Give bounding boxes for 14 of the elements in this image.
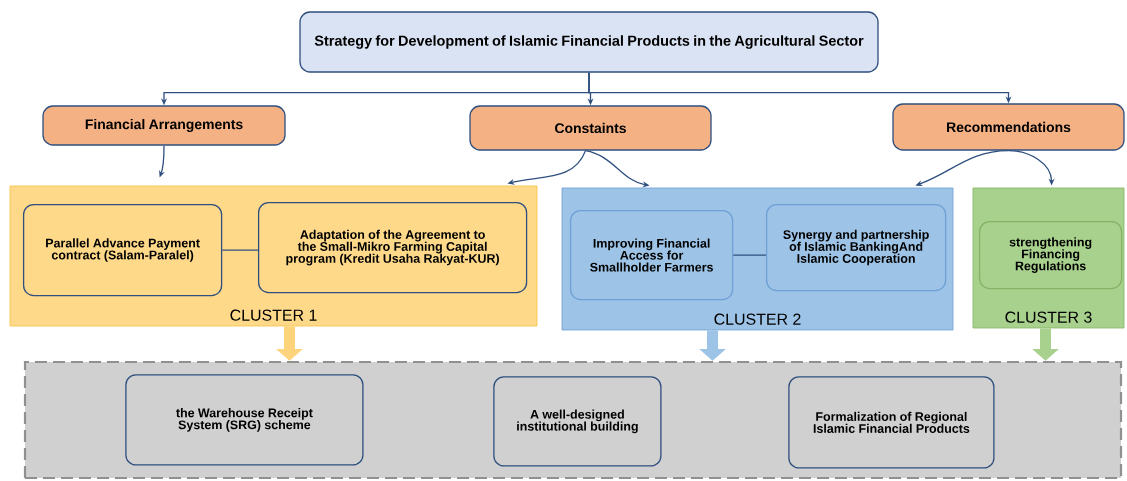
category-box: Constaints [469,105,712,151]
title-box: Strategy for Development of Islamic Financial Products in the Agricultural Sector [299,11,879,73]
item-box: Adaptation of the Agreement to the Small-Mikro Farming Capital program (Kredit Usaha Rakyat-KUR) [257,201,528,294]
connector-line [732,254,767,256]
category-box: Recommendations [892,103,1125,151]
item-box: Synergy and partnership of Islamic BankingAnd Islamic Cooperation [765,203,947,292]
outcome-box: A well-designed institutional building [493,376,662,467]
item-box: strengthening Financing Regulations [978,220,1123,290]
outcome-box: Formalization of Regional Islamic Financial Products [788,376,995,469]
category-box: Financial Arrangements [42,105,286,146]
item-box: Parallel Advance Payment contract (Salam-Paralel) [22,203,223,297]
connector-line [221,249,259,251]
outcome-box: the Warehouse Receipt System (SRG) scheme [125,374,364,466]
item-box: Improving Financial Access for Smallholder Farmers [569,209,734,301]
